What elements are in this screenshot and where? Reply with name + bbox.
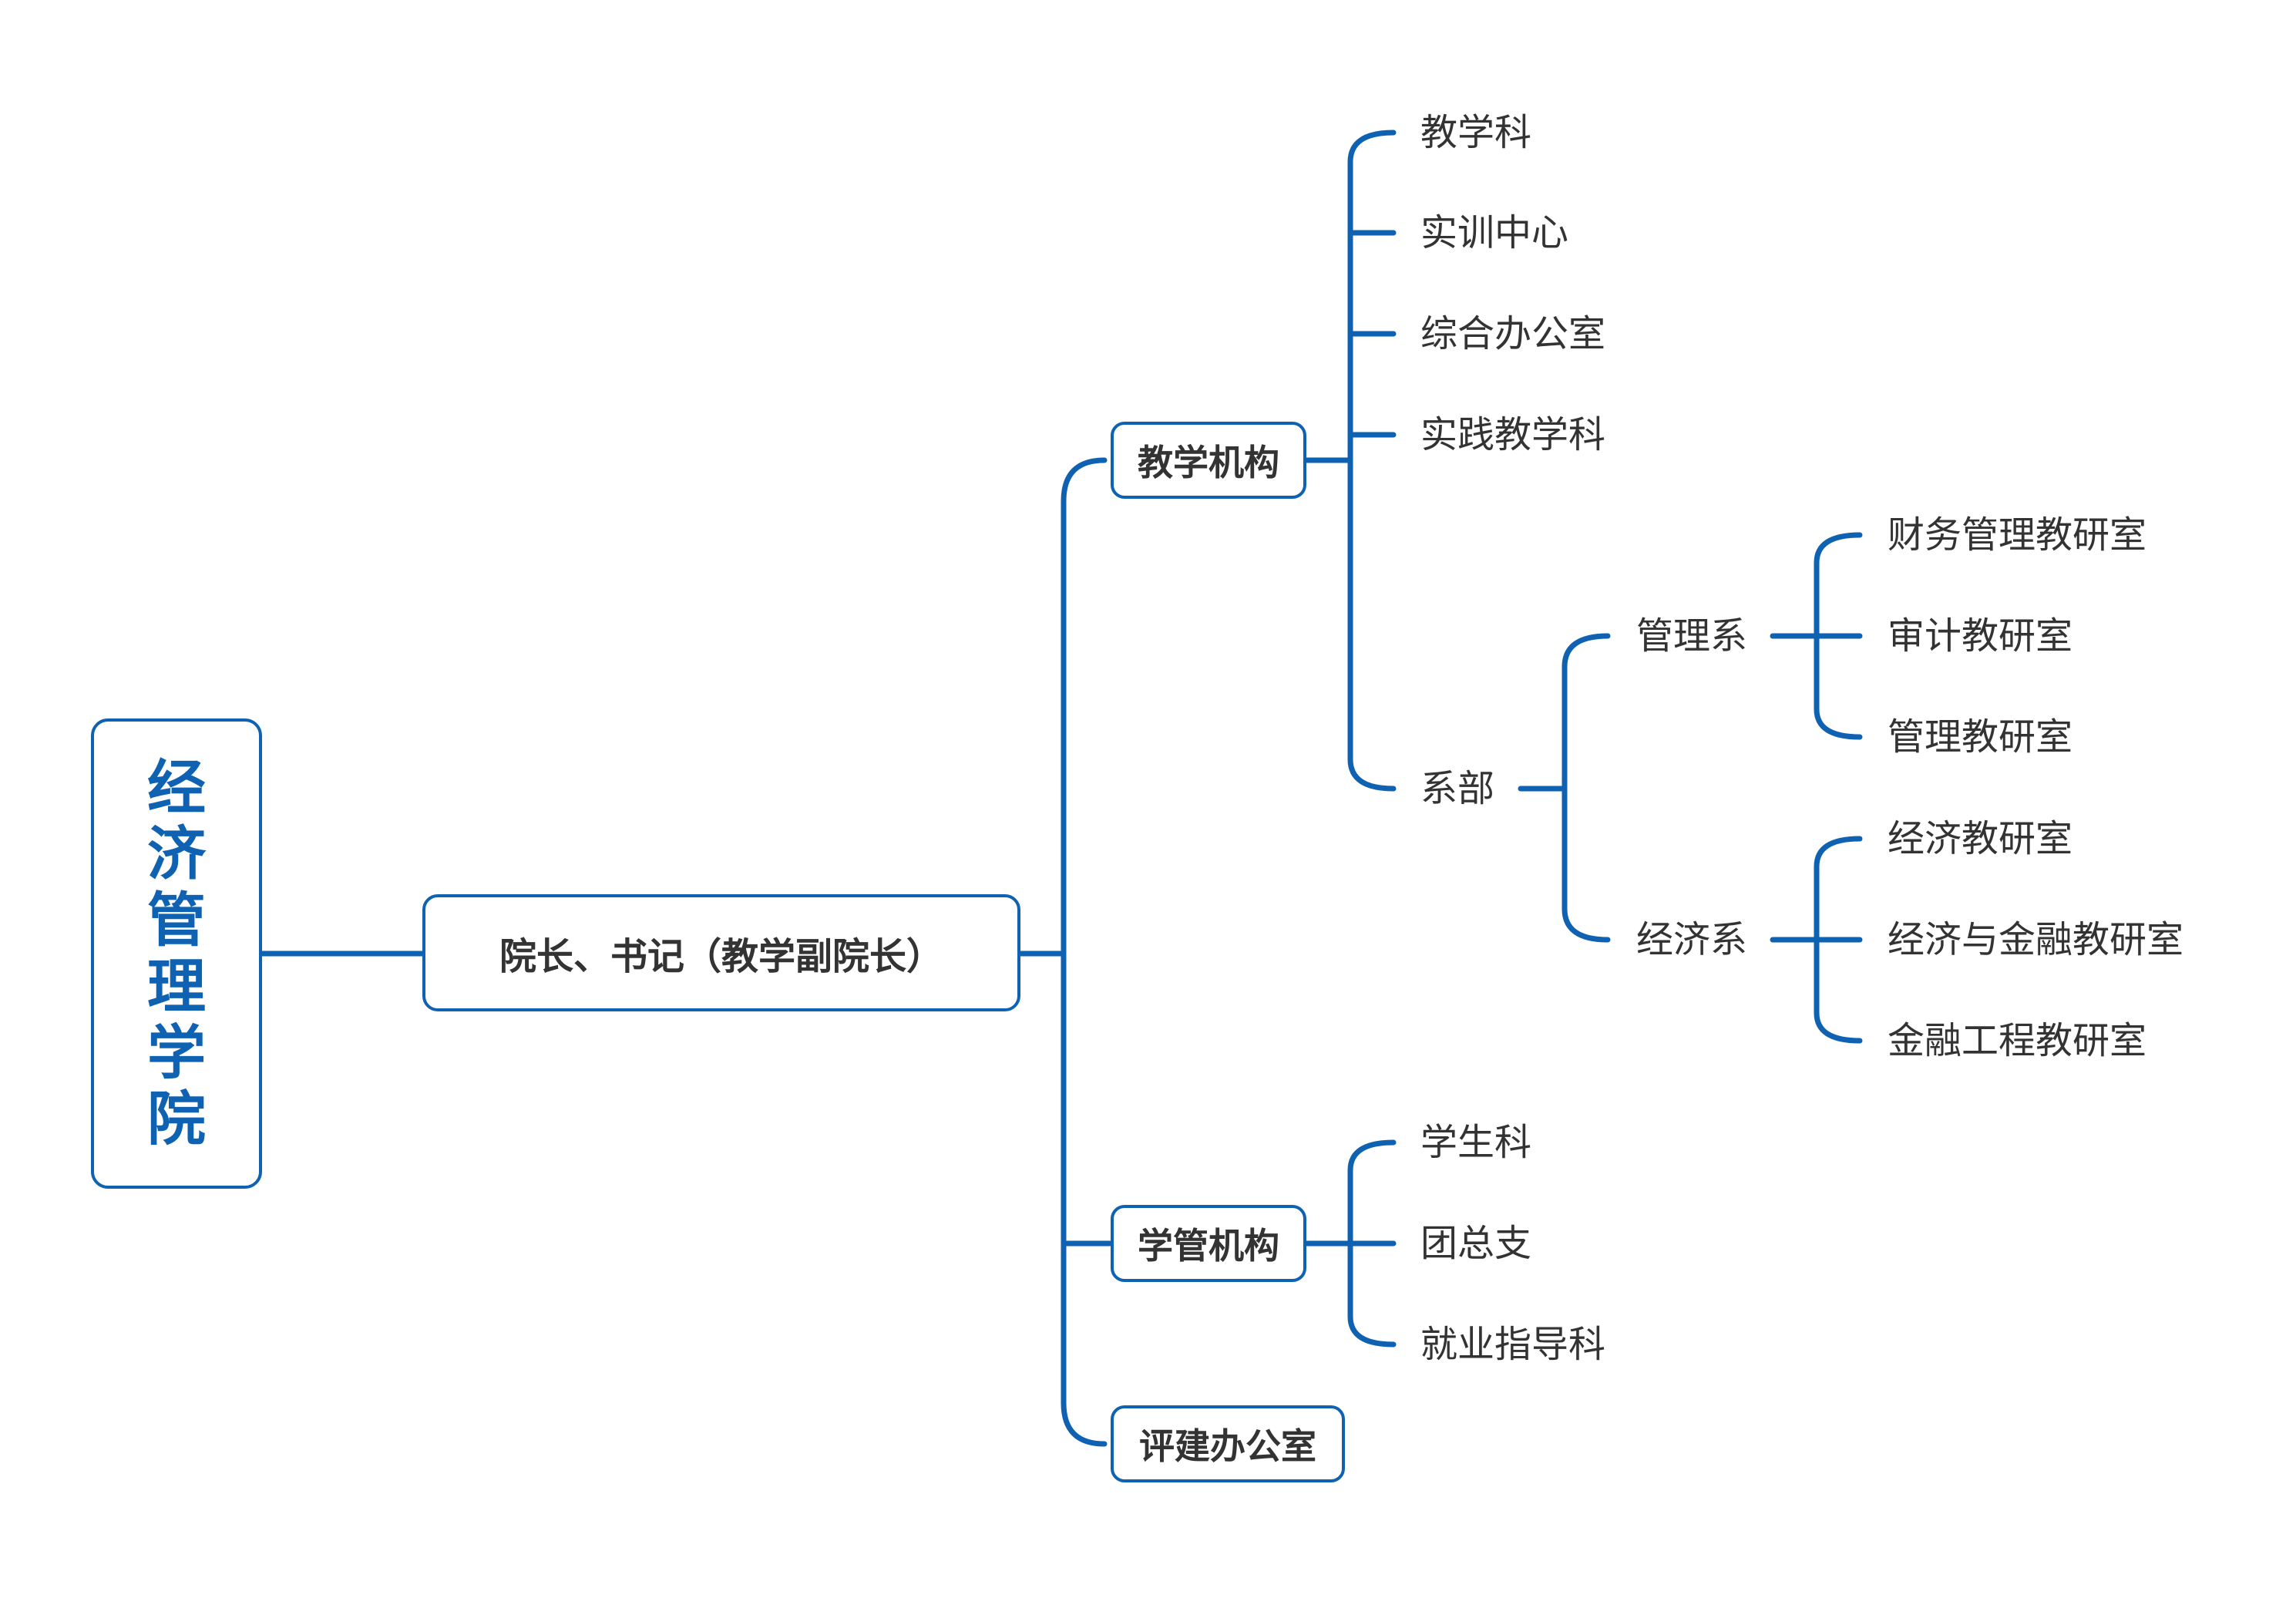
root-char: 济 bbox=[147, 819, 206, 888]
leader-label: 院长、书记（教学副院长） bbox=[499, 935, 943, 978]
leaf-node[interactable]: 实践教学科 bbox=[1420, 413, 1606, 456]
management-dept-node[interactable]: 管理系 bbox=[1636, 614, 1748, 658]
leaf-node[interactable]: 经济与金融教研室 bbox=[1888, 918, 2184, 961]
trunk-departments bbox=[1561, 633, 1611, 943]
root-node[interactable]: 经 济 管 理 学 院 bbox=[91, 718, 262, 1189]
trunk-teaching bbox=[1347, 130, 1397, 792]
leaf-node[interactable]: 金融工程教研室 bbox=[1888, 1019, 2147, 1062]
teaching-org-node[interactable]: 教学机构 bbox=[1111, 422, 1306, 499]
leaf-node[interactable]: 学生科 bbox=[1420, 1121, 1532, 1164]
leaf-node[interactable]: 财务管理教研室 bbox=[1888, 513, 2147, 557]
leaf-node[interactable]: 经济教研室 bbox=[1888, 817, 2073, 860]
root-char: 院 bbox=[147, 1085, 206, 1153]
evaluation-office-label: 评建办公室 bbox=[1139, 1425, 1316, 1467]
leaf-node[interactable]: 审计教研室 bbox=[1888, 614, 2073, 658]
root-char: 理 bbox=[147, 952, 206, 1021]
student-org-node[interactable]: 学管机构 bbox=[1111, 1205, 1306, 1282]
leaf-node[interactable]: 团总支 bbox=[1420, 1222, 1532, 1265]
evaluation-office-node[interactable]: 评建办公室 bbox=[1111, 1405, 1345, 1482]
economics-dept-node[interactable]: 经济系 bbox=[1636, 918, 1748, 961]
trunk-level-2 bbox=[1061, 457, 1108, 1447]
leaf-node[interactable]: 管理教研室 bbox=[1888, 715, 2073, 759]
root-char: 经 bbox=[147, 753, 206, 822]
root-char: 学 bbox=[147, 1018, 206, 1087]
root-char: 管 bbox=[147, 886, 206, 954]
leader-node[interactable]: 院长、书记（教学副院长） bbox=[422, 894, 1020, 1011]
leaf-node[interactable]: 就业指导科 bbox=[1420, 1323, 1606, 1366]
leaf-node[interactable]: 实训中心 bbox=[1420, 211, 1569, 254]
student-org-label: 学管机构 bbox=[1138, 1225, 1279, 1267]
leaf-node[interactable]: 综合办公室 bbox=[1420, 312, 1606, 355]
teaching-org-label: 教学机构 bbox=[1138, 442, 1279, 483]
departments-node[interactable]: 系部 bbox=[1420, 767, 1495, 810]
leaf-node[interactable]: 教学科 bbox=[1420, 111, 1532, 154]
